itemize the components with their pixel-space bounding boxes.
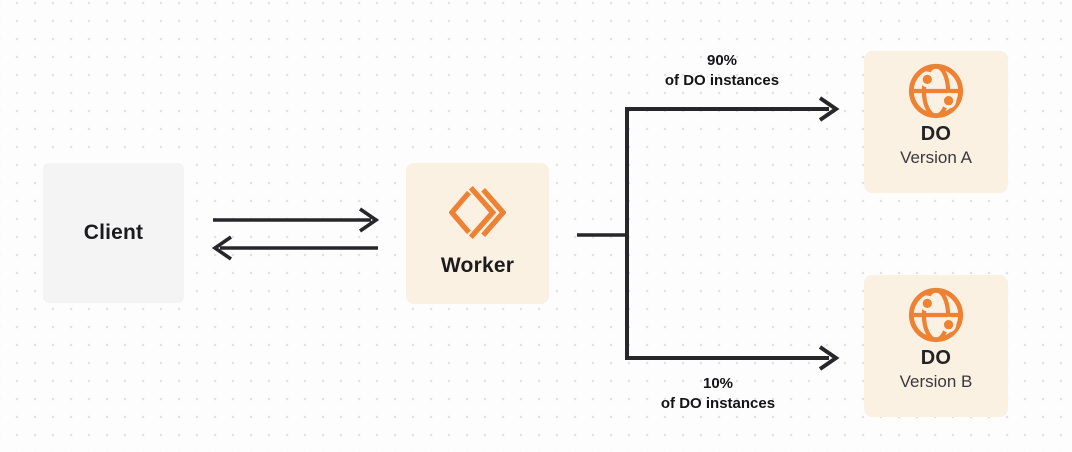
globe-dot — [943, 320, 954, 330]
worker-node-label: Worker — [440, 254, 515, 277]
workers-left-chevron — [449, 190, 471, 235]
do-version-b-node: DO Version B — [864, 275, 1008, 417]
branch-bottom-percent: 10% — [702, 375, 734, 392]
workers-right-chevron — [468, 186, 497, 239]
workers-outer-chevron — [481, 187, 506, 238]
branch-top-label: 90% of DO instances — [637, 51, 807, 91]
worker-node: Worker — [406, 163, 549, 304]
workers-chevrons-icon — [449, 186, 506, 239]
do-version-b-title: DO — [920, 347, 952, 369]
branch-top-percent: 90% — [706, 52, 738, 69]
do-version-a-subtitle: Version A — [900, 148, 972, 167]
do-version-a-title: DO — [920, 123, 952, 145]
globe-icon — [908, 63, 964, 119]
globe-dot — [943, 96, 954, 106]
do-version-b-subtitle: Version B — [899, 372, 973, 391]
branch-top-caption: of DO instances — [664, 72, 780, 89]
branch-split-line — [625, 107, 829, 360]
branch-bottom-arrowhead-icon — [818, 345, 840, 371]
globe-icon — [908, 287, 964, 343]
client-node: Client — [43, 163, 184, 303]
branch-bottom-caption: of DO instances — [660, 395, 776, 412]
globe-dot — [922, 74, 932, 85]
client-node-label: Client — [83, 221, 144, 244]
globe-dot — [922, 298, 932, 309]
worker-to-client-arrowhead-icon — [211, 235, 233, 261]
client-to-worker-arrowhead-icon — [358, 207, 380, 233]
do-version-a-node: DO Version A — [864, 51, 1008, 193]
branch-bottom-label: 10% of DO instances — [633, 374, 803, 414]
branch-top-arrowhead-icon — [818, 96, 840, 122]
